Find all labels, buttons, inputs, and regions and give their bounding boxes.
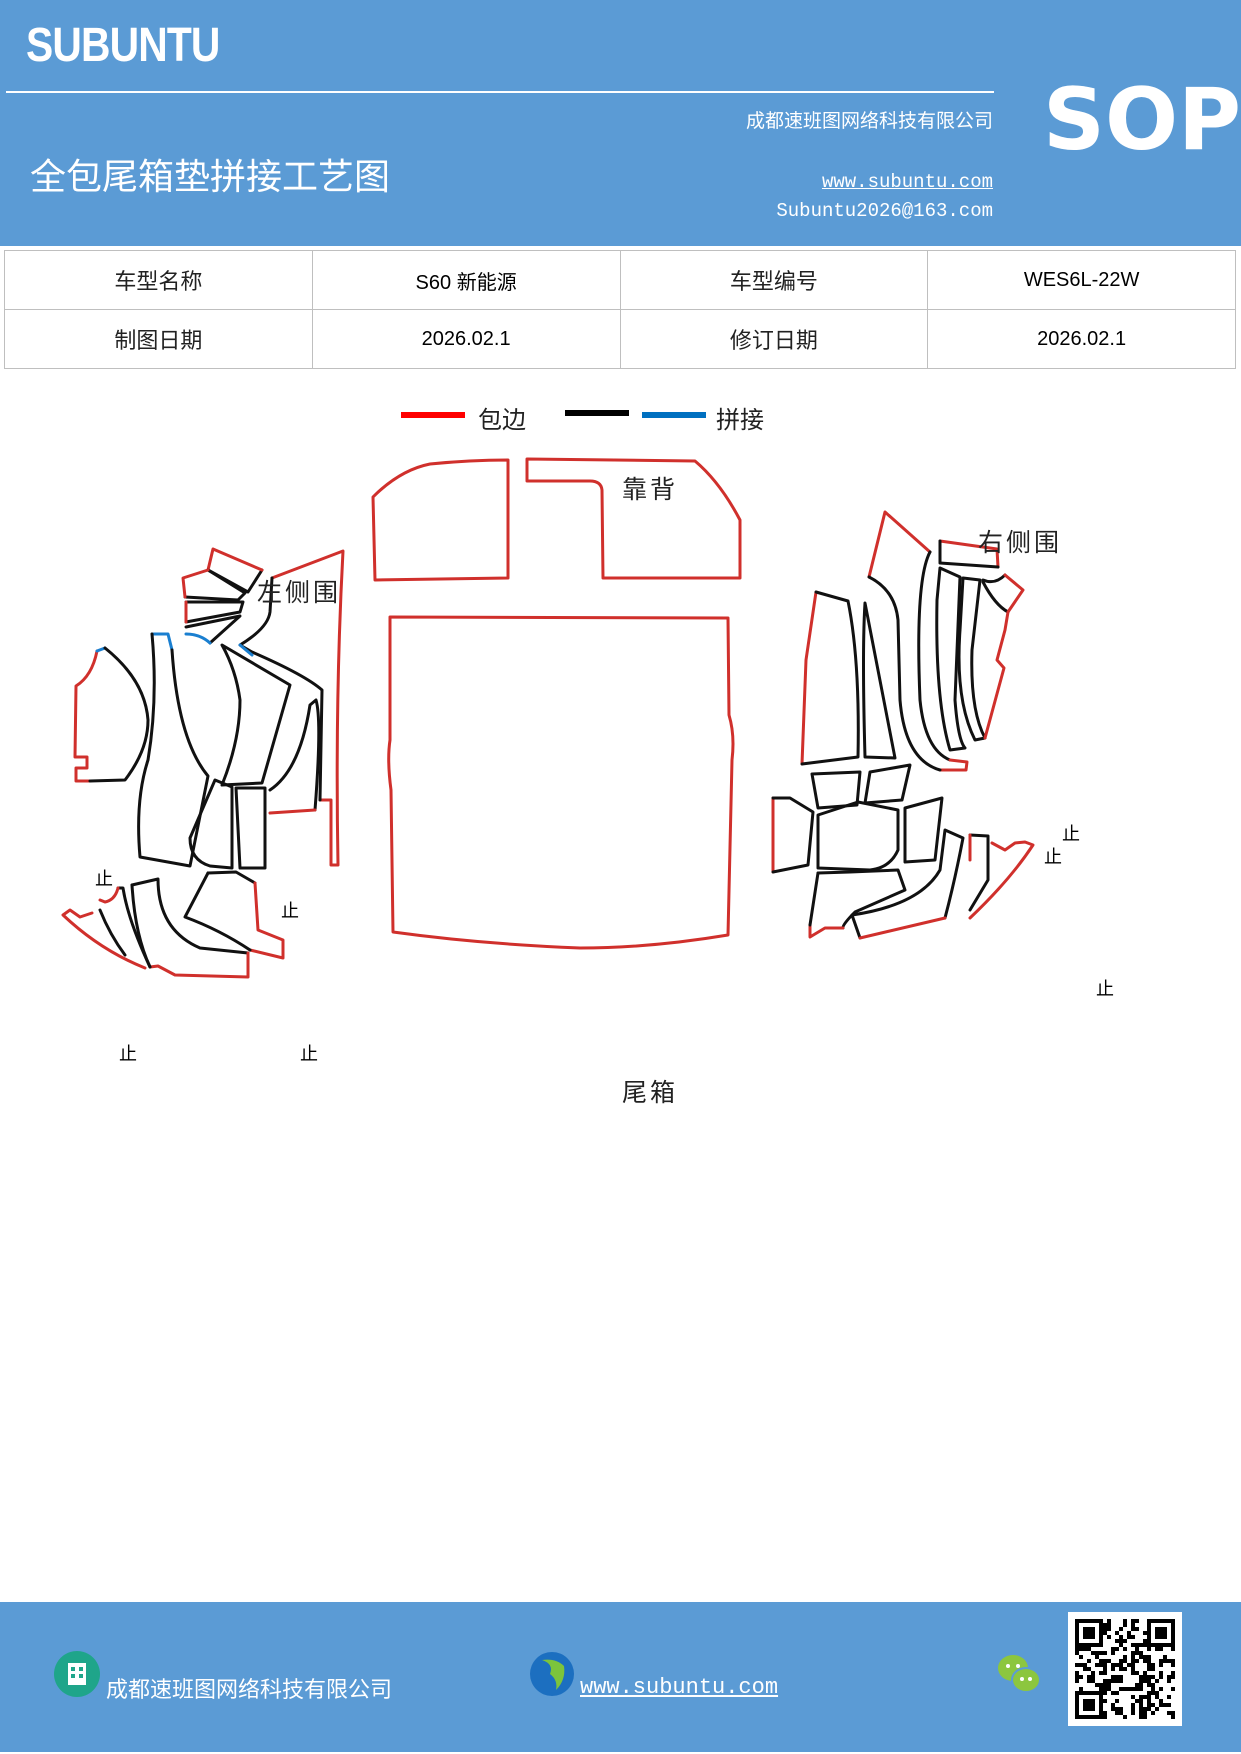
table-row: 制图日期 2026.02.1 修订日期 2026.02.1 (4, 309, 1236, 369)
label-backrest: 靠背 (622, 475, 679, 504)
footer-company: 成都速班图网络科技有限公司 (106, 1678, 393, 1703)
value-cell: S60 新能源 (311, 250, 621, 310)
header-email[interactable]: Subuntu2026@163.com (776, 200, 993, 222)
legend-swatch-binding (401, 412, 465, 418)
label-cell: 车型名称 (4, 250, 313, 310)
backrest-left-piece (371, 458, 510, 582)
qr-code (1068, 1612, 1182, 1726)
label-left-side: 左侧围 (257, 578, 342, 607)
wechat-icon (998, 1655, 1041, 1693)
stop-mark: 止 (1096, 979, 1114, 1000)
stop-mark: 止 (95, 869, 113, 890)
legend: 包边 拼接 (0, 400, 1241, 440)
header-company: 成都速班图网络科技有限公司 (745, 110, 993, 132)
backrest-right-piece (525, 457, 742, 580)
label-trunk: 尾箱 (622, 1078, 679, 1107)
value-cell: 2026.02.1 (927, 309, 1236, 369)
left-side-pieces (61, 547, 345, 979)
header-website-link[interactable]: www.subuntu.com (821, 171, 993, 193)
header-divider (6, 91, 994, 93)
legend-label: 包边 (478, 406, 526, 434)
page-title: 全包尾箱垫拼接工艺图 (30, 157, 391, 198)
vehicle-info-table: 车型名称 S60 新能源 车型编号 WES6L-22W 制图日期 2026.02… (4, 250, 1236, 369)
building-icon (54, 1651, 100, 1697)
header-banner: SUBUNTU 成都速班图网络科技有限公司 全包尾箱垫拼接工艺图 www.sub… (0, 0, 1241, 246)
legend-label: 拼接 (716, 406, 764, 434)
label-cell: 车型编号 (619, 250, 929, 310)
stop-mark: 止 (1044, 847, 1062, 868)
stop-mark: 止 (1062, 824, 1080, 845)
doc-type-label: SOP (1043, 70, 1241, 170)
label-cell: 制图日期 (4, 309, 313, 369)
legend-swatch-seam (565, 410, 629, 416)
globe-icon (530, 1652, 574, 1696)
brand-logo: SUBUNTU (26, 19, 220, 72)
stop-mark: 止 (119, 1044, 137, 1065)
stop-mark: 止 (281, 901, 299, 922)
footer-website-link[interactable]: www.subuntu.com (580, 1675, 779, 1700)
label-right-side: 右侧围 (978, 528, 1063, 557)
legend-swatch-splice (642, 412, 706, 418)
stop-mark: 止 (300, 1044, 318, 1065)
right-side-pieces (771, 510, 1035, 940)
label-cell: 修订日期 (619, 309, 929, 369)
trunk-floor-piece (387, 615, 735, 950)
value-cell: 2026.02.1 (311, 309, 621, 369)
